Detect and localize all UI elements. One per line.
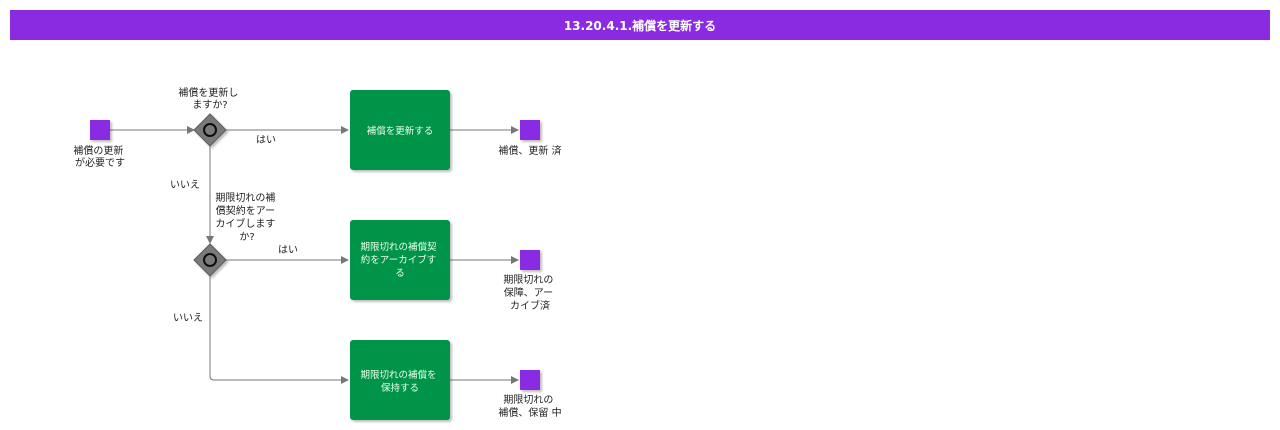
- end-event-1[interactable]: [520, 120, 540, 140]
- task-update-compensation[interactable]: [350, 90, 450, 170]
- task-2-label: 期限切れの補償契 約をアーカイブす る: [360, 241, 439, 279]
- gateway-1-no-label: いいえ: [170, 179, 200, 191]
- task-3-label: 期限切れの補償を 保持する: [360, 369, 439, 394]
- start-event[interactable]: [90, 120, 110, 140]
- task-archive-expired[interactable]: [350, 220, 450, 300]
- end-event-2[interactable]: [520, 250, 540, 270]
- end-event-2-label: 期限切れの 保障、アー カイブ済: [503, 274, 556, 312]
- end-event-3[interactable]: [520, 370, 540, 390]
- gateway-1[interactable]: [193, 113, 227, 147]
- gateway-1-question: 補償を更新し ますか?: [178, 86, 241, 111]
- gateway-2-yes-label: はい: [278, 244, 298, 256]
- gateway-1-yes-label: はい: [256, 134, 276, 146]
- task-1-label: 補償を更新する: [367, 125, 434, 137]
- end-event-3-label: 期限切れの 補償、保留 中: [498, 394, 561, 419]
- diagram-title: 13.20.4.1.補償を更新する: [10, 10, 1270, 40]
- gateway-2-no-label: いいえ: [173, 312, 203, 324]
- task-retain-expired[interactable]: [350, 340, 450, 420]
- flow-gateway2-no: [209, 276, 349, 384]
- end-event-1-label: 補償、更新 済: [498, 144, 561, 157]
- start-event-label: 補償の更新 が必要です: [73, 144, 126, 169]
- gateway-2-question: 期限切れの補 償契約をアー カイブします か?: [215, 191, 278, 243]
- gateway-2[interactable]: [193, 243, 227, 277]
